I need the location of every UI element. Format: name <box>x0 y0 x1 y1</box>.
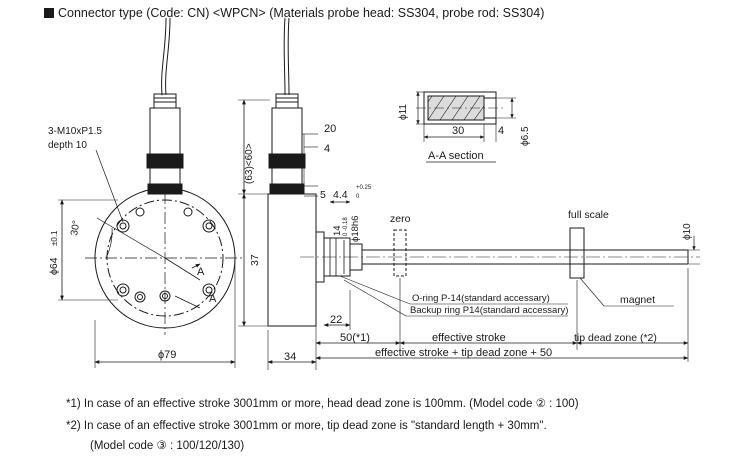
magnet-float <box>569 227 585 279</box>
dim-4-4-tol-upper: +0.25 <box>356 185 372 191</box>
dim-63-60: (63)<60> <box>244 143 255 184</box>
thread-label: 3-M10xP1.5 <box>48 126 102 137</box>
dia79-label: ϕ79 <box>158 349 176 361</box>
title-bullet-square <box>44 8 54 18</box>
dim-37: 37 <box>249 254 261 266</box>
section-view <box>416 91 516 163</box>
dim-34: 34 <box>284 351 296 363</box>
title-text: Connector type (Code: CN) <WPCN> (Materi… <box>58 6 545 20</box>
section-view-labels: ϕ11 30 4 ϕ6.5 A-A section <box>398 104 531 162</box>
full-scale-label: full scale <box>568 209 609 221</box>
section-dia6-5: ϕ6.5 <box>520 126 531 146</box>
front-view-labels: 3-M10xP1.5 depth 10 30° ϕ64 ±0.1 ϕ79 A A <box>48 126 217 361</box>
depth-label: depth 10 <box>48 140 87 151</box>
dia64-label: ϕ64 <box>48 257 60 275</box>
side-view <box>238 17 700 370</box>
section-mark-a-2: A <box>209 293 217 305</box>
oring-label: O-ring P-14(standard accessary) <box>412 293 550 304</box>
mounting-holes <box>116 207 216 303</box>
effective-stroke-label: effective stroke <box>432 332 506 344</box>
section-dim-30: 30 <box>452 125 464 137</box>
dim-4-4: 4.4 <box>333 189 348 201</box>
footnote-1: *1) In case of an effective stroke 3001m… <box>66 398 579 410</box>
tip-dead-zone-label: tip dead zone (*2) <box>574 332 657 344</box>
connector-knurl <box>146 153 184 169</box>
section-dim-4: 4 <box>498 125 504 137</box>
dim-14: 14 <box>332 225 343 236</box>
zero-marker <box>393 229 407 277</box>
dim-4: 4 <box>324 143 330 155</box>
dim-22: 22 <box>330 314 342 326</box>
section-dia11: ϕ11 <box>398 104 409 120</box>
total-length-label: effective stroke + tip dead zone + 50 <box>375 347 552 359</box>
dim-18h6: ϕ18h6 <box>350 216 361 242</box>
dim-20: 20 <box>324 123 336 135</box>
cable-nut <box>153 93 177 109</box>
dim-4-4-tol-lower: 0 <box>356 194 360 200</box>
section-title: A-A section <box>428 150 484 162</box>
footnote-2: *2) In case of an effective stroke 3001m… <box>66 420 547 432</box>
angle-label: 30° <box>69 220 82 237</box>
side-view-labels: (63)<60> 37 20 4 5 4.4 +0.25 0 14 0 -0.1… <box>244 123 693 363</box>
head-body <box>267 193 317 327</box>
backup-ring-label: Backup ring P14(standard accessary) <box>410 305 568 316</box>
magnet-label: magnet <box>620 294 655 306</box>
dim-5: 5 <box>320 189 326 201</box>
connector-body <box>149 107 181 157</box>
diagram-title: Connector type (Code: CN) <WPCN> (Materi… <box>44 6 544 20</box>
dia64-tolerance: ±0.1 <box>50 230 59 246</box>
dim-14-tol: 0 -0.18 <box>343 217 349 236</box>
section-mark-a-1: A <box>197 266 205 278</box>
dim-50: 50(*1) <box>340 332 370 344</box>
front-view <box>58 17 245 368</box>
zero-label: zero <box>390 213 411 225</box>
dia10-label: ϕ10 <box>682 223 693 240</box>
footnote-3: (Model code ③ : 100/120/130) <box>90 440 245 452</box>
